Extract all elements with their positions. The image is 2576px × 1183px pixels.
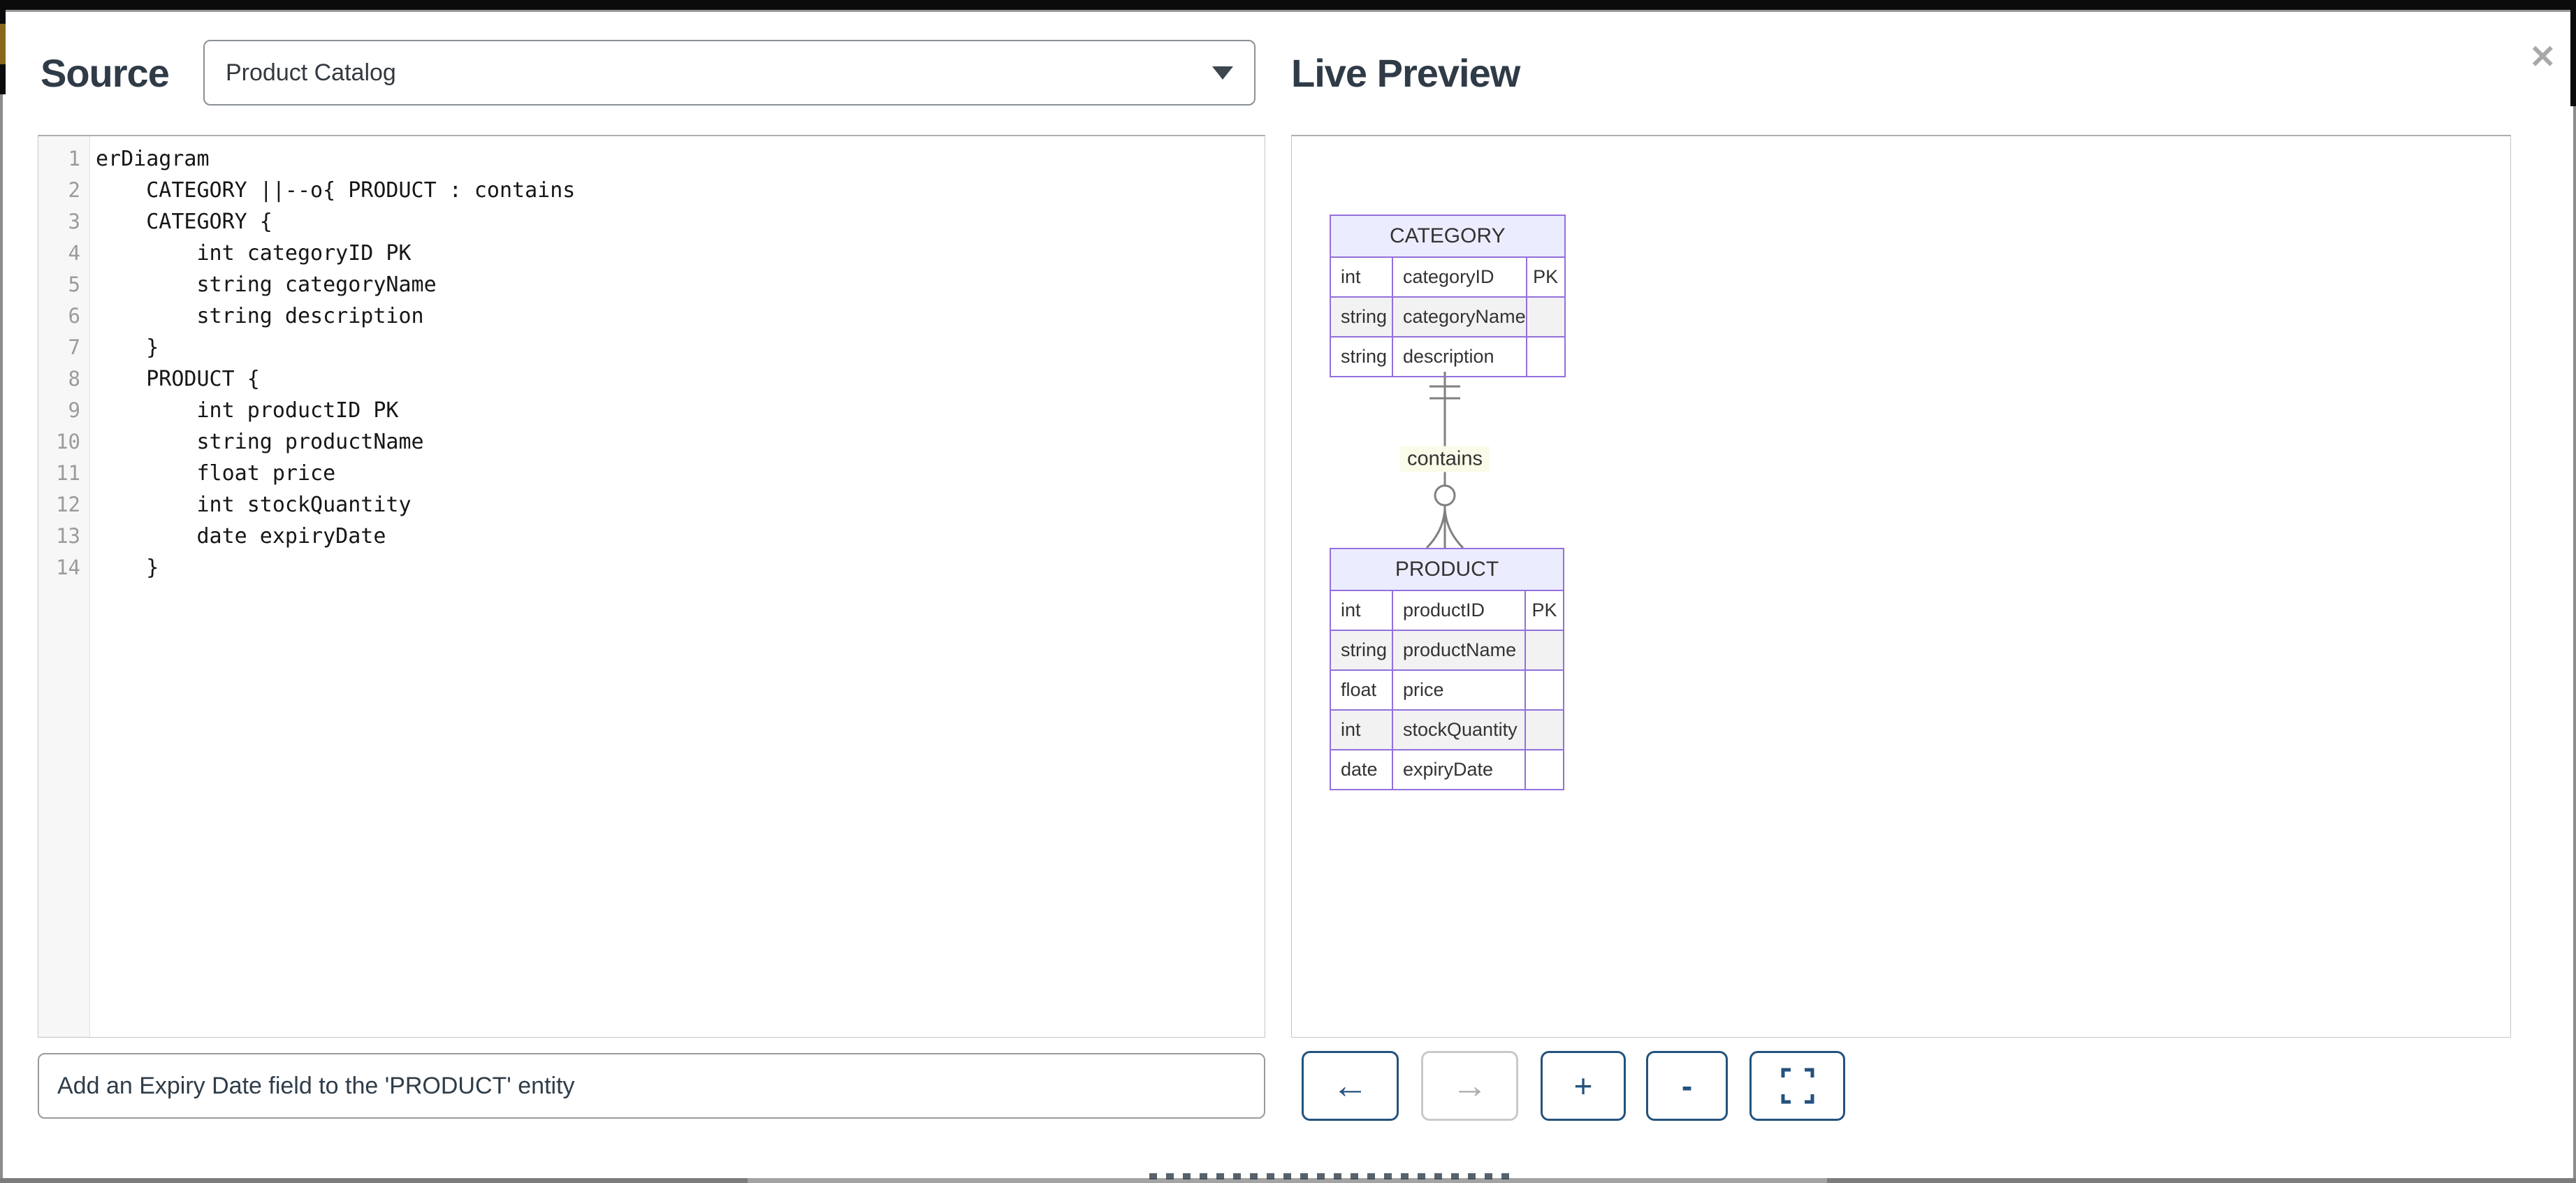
code-line: PRODUCT { [96,367,260,391]
code-line: int stockQuantity [96,493,412,517]
code-editor[interactable]: 1 2 3 4 5 6 7 8 9 10 11 12 13 14 erDiagr… [38,135,1265,1038]
entity-row: float price [1330,669,1564,711]
line-number: 8 [68,367,80,391]
line-number: 13 [56,524,80,548]
code-line: string description [96,304,424,328]
attr-key: PK [1525,256,1566,298]
arrow-right-icon: → [1451,1066,1488,1106]
attr-key [1525,749,1564,790]
attr-name: price [1392,669,1526,711]
code-line: float price [96,461,336,486]
relationship-connector [1425,372,1464,548]
attr-name: expiryDate [1392,749,1526,790]
minus-icon: - [1681,1068,1693,1104]
attr-type: string [1330,630,1393,671]
page-edge-left [0,94,3,1183]
attr-name: description [1392,336,1527,377]
attr-name: stockQuantity [1392,709,1526,750]
code-line: CATEGORY { [96,210,272,234]
line-number: 1 [68,147,80,170]
code-line: int categoryID PK [96,241,412,266]
attr-type: int [1330,709,1393,750]
entity-row: string productName [1330,630,1564,671]
line-number: 9 [68,398,80,422]
zoom-out-button[interactable]: - [1646,1051,1728,1121]
attr-type: int [1330,590,1393,631]
line-number: 14 [56,556,80,579]
code-line: } [96,556,159,580]
attr-key: PK [1525,590,1564,631]
page-edge-right [2573,106,2576,1183]
attr-name: categoryName [1392,296,1527,338]
arrow-left-icon: ← [1332,1066,1369,1106]
chevron-down-icon [1212,66,1233,80]
attr-type: string [1330,336,1393,377]
line-number: 3 [68,210,80,233]
attr-key [1525,336,1566,377]
diagram-select-value: Product Catalog [226,59,396,86]
diagram-preview-canvas: CATEGORY int categoryID PK string catego… [1291,135,2511,1038]
line-number: 6 [68,304,80,328]
entity-row: string categoryName [1330,296,1566,338]
code-line: CATEGORY ||--o{ PRODUCT : contains [96,178,576,203]
code-line: erDiagram [96,147,210,171]
line-number-gutter: 1 2 3 4 5 6 7 8 9 10 11 12 13 14 [38,136,90,1037]
attr-key [1525,669,1564,711]
entity-table-product: PRODUCT int productID PK string productN… [1330,548,1564,790]
redo-button[interactable]: → [1421,1051,1518,1121]
preview-panel-title: Live Preview [1291,51,1520,95]
page-edge-left-accent [0,24,6,64]
line-number: 2 [68,178,80,202]
entity-row: string description [1330,336,1566,377]
attr-type: int [1330,256,1393,298]
attr-type: string [1330,296,1393,338]
attr-name: categoryID [1392,256,1527,298]
relationship-label: contains [1399,446,1490,472]
code-line: string productName [96,430,424,454]
background-page-text-fragment [1149,1173,1516,1180]
entity-name: PRODUCT [1330,548,1564,591]
plus-icon: + [1573,1068,1593,1104]
line-number: 12 [56,493,80,516]
zoom-in-button[interactable]: + [1541,1051,1626,1121]
entity-table-category: CATEGORY int categoryID PK string catego… [1330,215,1566,377]
ai-prompt-input[interactable] [38,1053,1265,1119]
line-number: 5 [68,273,80,296]
fullscreen-button[interactable] [1749,1051,1845,1121]
code-line: } [96,335,159,360]
source-panel-title: Source [41,51,170,95]
entity-row: date expiryDate [1330,749,1564,790]
page-edge-top [0,0,2576,10]
attr-key [1525,709,1564,750]
code-line: string categoryName [96,273,437,297]
line-number: 11 [56,461,80,485]
code-line: int productID PK [96,398,399,423]
attr-name: productName [1392,630,1526,671]
attr-name: productID [1392,590,1526,631]
attr-key [1525,630,1564,671]
entity-name: CATEGORY [1330,215,1566,258]
attr-type: float [1330,669,1393,711]
line-number: 10 [56,430,80,453]
page-edge-right-dark [2570,0,2576,106]
page-edge-top-line [0,10,2576,12]
fullscreen-icon [1781,1068,1814,1104]
attr-type: date [1330,749,1393,790]
code-line: date expiryDate [96,524,386,549]
close-icon[interactable]: ✕ [2529,38,2556,75]
code-text-area[interactable]: erDiagram CATEGORY ||--o{ PRODUCT : cont… [90,136,1265,1037]
entity-row: int categoryID PK [1330,256,1566,298]
entity-row: int stockQuantity [1330,709,1564,750]
entity-row: int productID PK [1330,590,1564,631]
line-number: 7 [68,335,80,359]
line-number: 4 [68,241,80,265]
attr-key [1525,296,1566,338]
page-edge-bottom-light [748,1178,1827,1183]
diagram-select-dropdown[interactable]: Product Catalog [203,40,1256,106]
undo-button[interactable]: ← [1302,1051,1399,1121]
